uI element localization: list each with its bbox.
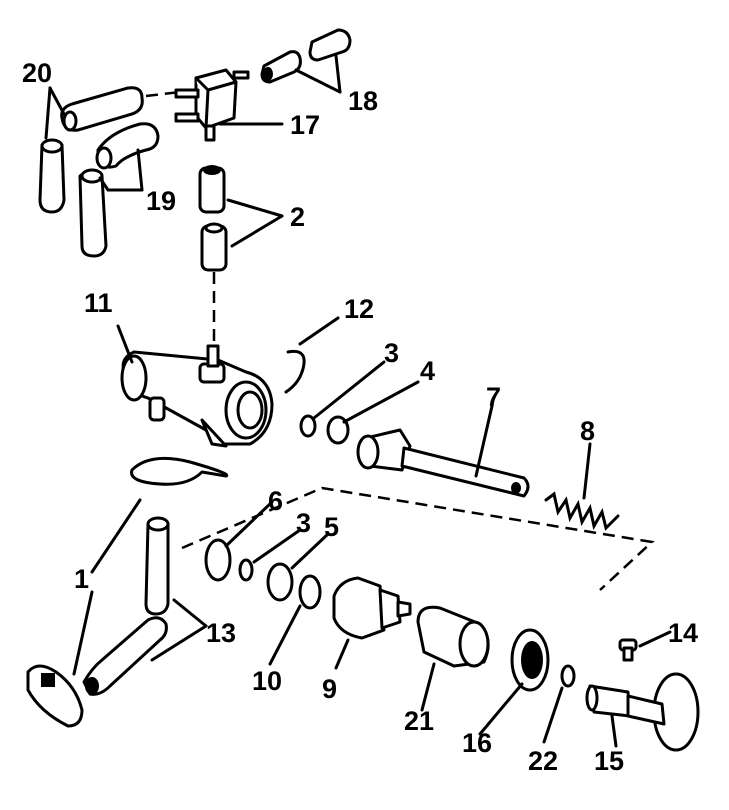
plunger-part-7 xyxy=(356,428,530,498)
screw-part-14 xyxy=(618,638,638,662)
callout-22: 22 xyxy=(528,746,558,776)
callout-18: 18 xyxy=(348,86,378,116)
hose-part-19 xyxy=(78,122,160,258)
callout-2: 2 xyxy=(290,202,305,232)
valve-part-15 xyxy=(585,672,700,752)
o-ring-part-4 xyxy=(326,415,350,445)
nut-part-21 xyxy=(416,605,490,668)
leader-lines xyxy=(44,54,672,748)
tube-part-2 xyxy=(198,165,228,344)
callout-9: 9 xyxy=(322,674,337,704)
callout-19: 19 xyxy=(146,186,176,216)
strap-part-1 xyxy=(26,456,229,728)
washer-part-6 xyxy=(204,538,232,582)
callout-16: 16 xyxy=(462,728,492,758)
fitting-part-9 xyxy=(332,576,412,640)
callout-6: 6 xyxy=(268,486,283,516)
tube-part-18 xyxy=(260,28,352,84)
callout-8: 8 xyxy=(580,416,595,446)
callout-7: 7 xyxy=(486,382,501,412)
callout-3a: 3 xyxy=(384,338,399,368)
callout-15: 15 xyxy=(594,746,624,776)
callout-13: 13 xyxy=(206,618,236,648)
housing-part-11 xyxy=(120,344,274,448)
callout-5: 5 xyxy=(324,512,339,542)
callout-4: 4 xyxy=(420,356,435,386)
ring-part-5 xyxy=(266,562,294,602)
ring-part-10 xyxy=(298,574,322,610)
callout-10: 10 xyxy=(252,666,282,696)
o-ring-part-22 xyxy=(560,664,576,688)
clip-part-12 xyxy=(284,349,306,394)
o-ring-part-3 xyxy=(299,414,317,438)
callout-3b: 3 xyxy=(296,508,311,538)
hose-part-13 xyxy=(82,516,170,696)
callout-21: 21 xyxy=(404,706,434,736)
callout-20: 20 xyxy=(22,58,52,88)
callout-14: 14 xyxy=(668,618,698,648)
callout-11: 11 xyxy=(84,288,113,318)
callout-12: 12 xyxy=(344,294,374,324)
assembly-outline xyxy=(181,486,655,591)
diaphragm-part-16 xyxy=(510,628,550,692)
callout-1: 1 xyxy=(74,564,89,594)
callout-17: 17 xyxy=(290,110,320,140)
connector-part-17 xyxy=(174,68,250,142)
hose-part-20 xyxy=(38,86,181,214)
o-ring-part-3b xyxy=(238,558,254,582)
spring-part-8 xyxy=(544,491,620,531)
